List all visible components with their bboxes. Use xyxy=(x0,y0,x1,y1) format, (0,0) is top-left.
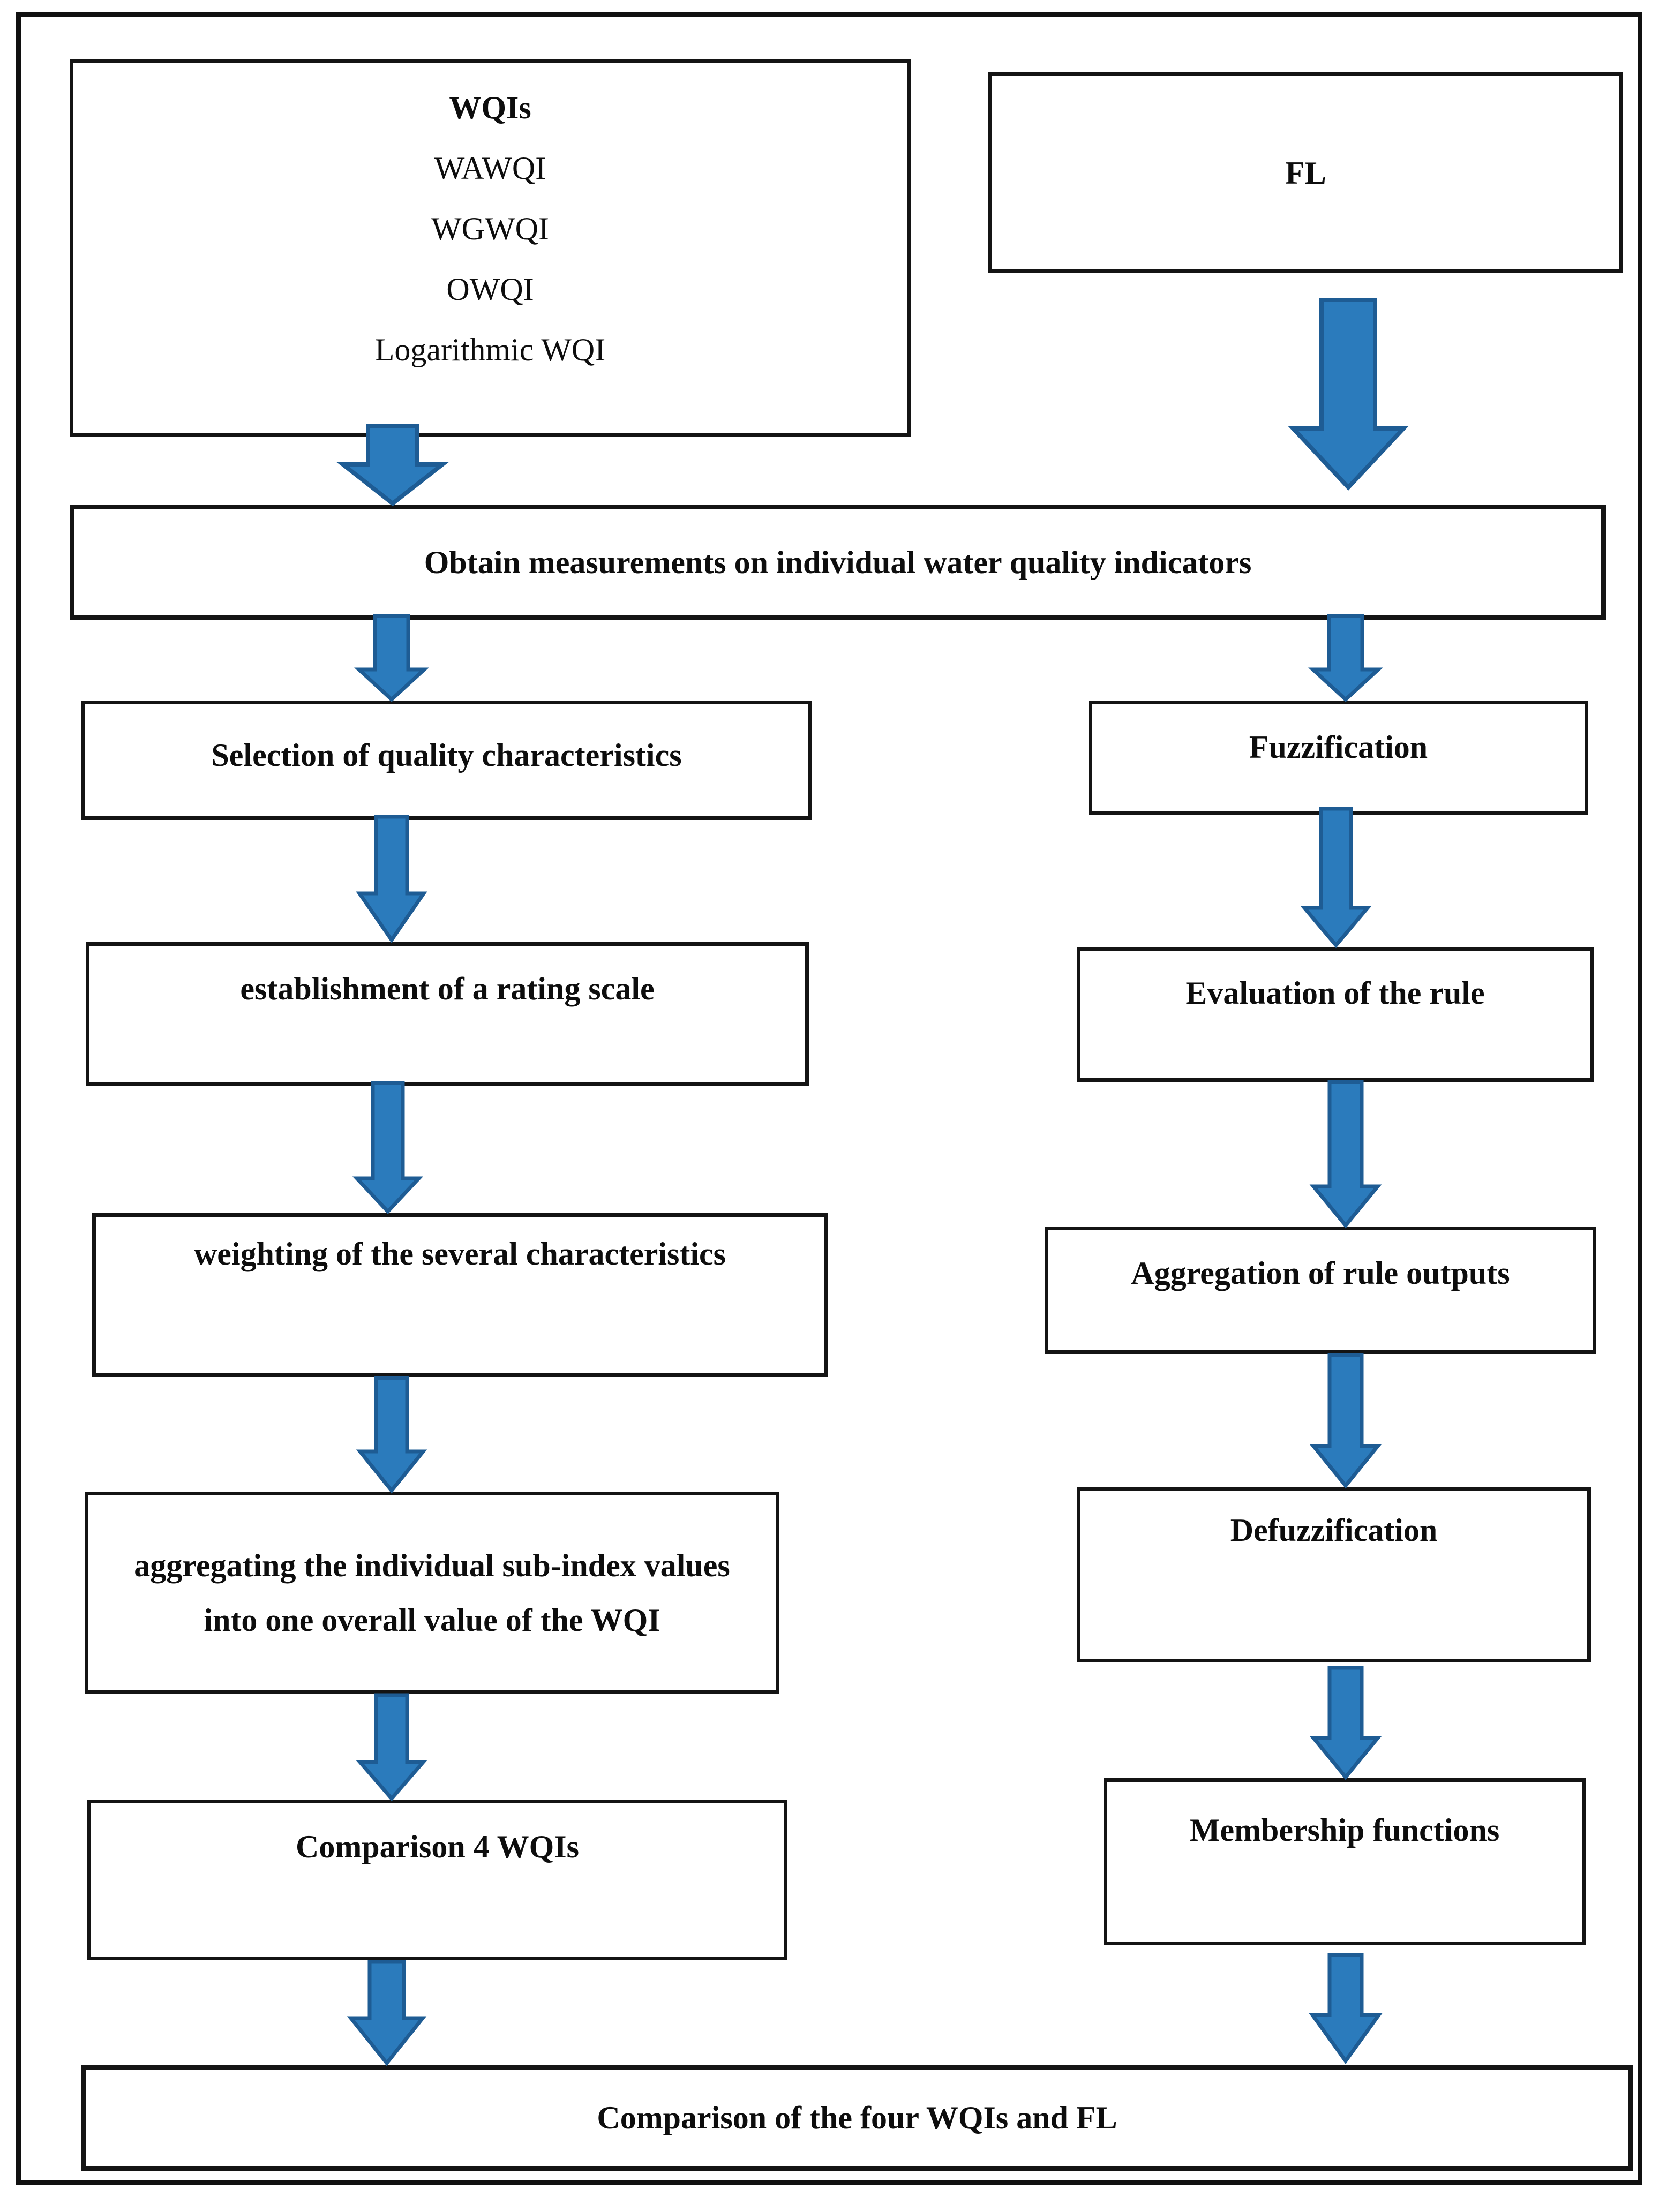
fl-source-box: FL xyxy=(988,72,1623,273)
wqis-source-box: WQIs WAWQI WGWQI OWQI Logarithmic WQI xyxy=(70,59,911,437)
aggregating-label: aggregating the individual sub-index val… xyxy=(134,1548,730,1638)
aggregation-label: Aggregation of rule outputs xyxy=(1131,1255,1510,1291)
fl-label: FL xyxy=(1285,155,1326,191)
aggregating-box: aggregating the individual sub-index val… xyxy=(85,1492,779,1694)
weighting-box: weighting of the several characteristics xyxy=(92,1213,828,1377)
defuzzification-label: Defuzzification xyxy=(1230,1513,1438,1548)
fuzzification-box: Fuzzification xyxy=(1089,701,1588,815)
comparison-wqis-label: Comparison 4 WQIs xyxy=(296,1829,579,1864)
wqis-title: WQIs xyxy=(449,90,531,125)
wqis-item-wgwqi: WGWQI xyxy=(431,211,549,246)
evaluation-box: Evaluation of the rule xyxy=(1077,947,1594,1082)
membership-box: Membership functions xyxy=(1104,1778,1586,1945)
obtain-measurements-box: Obtain measurements on individual water … xyxy=(70,505,1606,620)
selection-box: Selection of quality characteristics xyxy=(81,701,812,820)
establishment-label: establishment of a rating scale xyxy=(240,971,655,1006)
weighting-label: weighting of the several characteristics xyxy=(193,1236,726,1271)
selection-label: Selection of quality characteristics xyxy=(211,738,682,773)
defuzzification-box: Defuzzification xyxy=(1077,1487,1591,1662)
aggregation-box: Aggregation of rule outputs xyxy=(1045,1227,1596,1354)
wqis-item-logarithmic: Logarithmic WQI xyxy=(374,332,606,367)
obtain-measurements-label: Obtain measurements on individual water … xyxy=(424,544,1252,580)
evaluation-label: Evaluation of the rule xyxy=(1185,975,1485,1011)
establishment-box: establishment of a rating scale xyxy=(86,942,809,1086)
membership-label: Membership functions xyxy=(1189,1812,1500,1848)
wqis-item-owqi: OWQI xyxy=(446,272,534,307)
wqis-item-wawqi: WAWQI xyxy=(434,151,546,186)
fuzzification-label: Fuzzification xyxy=(1249,729,1428,765)
final-comparison-box: Comparison of the four WQIs and FL xyxy=(81,2065,1633,2171)
comparison-wqis-box: Comparison 4 WQIs xyxy=(87,1800,787,1960)
final-comparison-label: Comparison of the four WQIs and FL xyxy=(597,2100,1117,2135)
